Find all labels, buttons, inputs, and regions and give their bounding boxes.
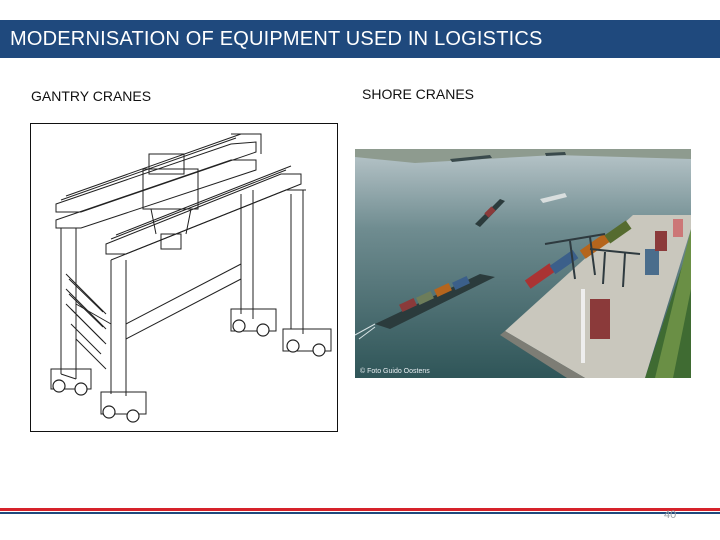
footer-red-line (0, 508, 720, 511)
slide-title: MODERNISATION OF EQUIPMENT USED IN LOGIS… (10, 28, 543, 50)
gantry-crane-drawing (50, 133, 332, 423)
shore-cranes-label: SHORE CRANES (362, 86, 475, 102)
gantry-cranes-label: GANTRY CRANES (31, 88, 152, 104)
gantry-crane-image (30, 123, 338, 432)
title-bar (0, 20, 720, 58)
port-aerial-illustration (355, 149, 691, 378)
footer-blue-line (0, 512, 720, 514)
shore-cranes-photo: © Foto Guido Oostens (355, 149, 691, 378)
photo-credit: © Foto Guido Oostens (360, 368, 430, 375)
page-number: 40 (664, 509, 677, 521)
